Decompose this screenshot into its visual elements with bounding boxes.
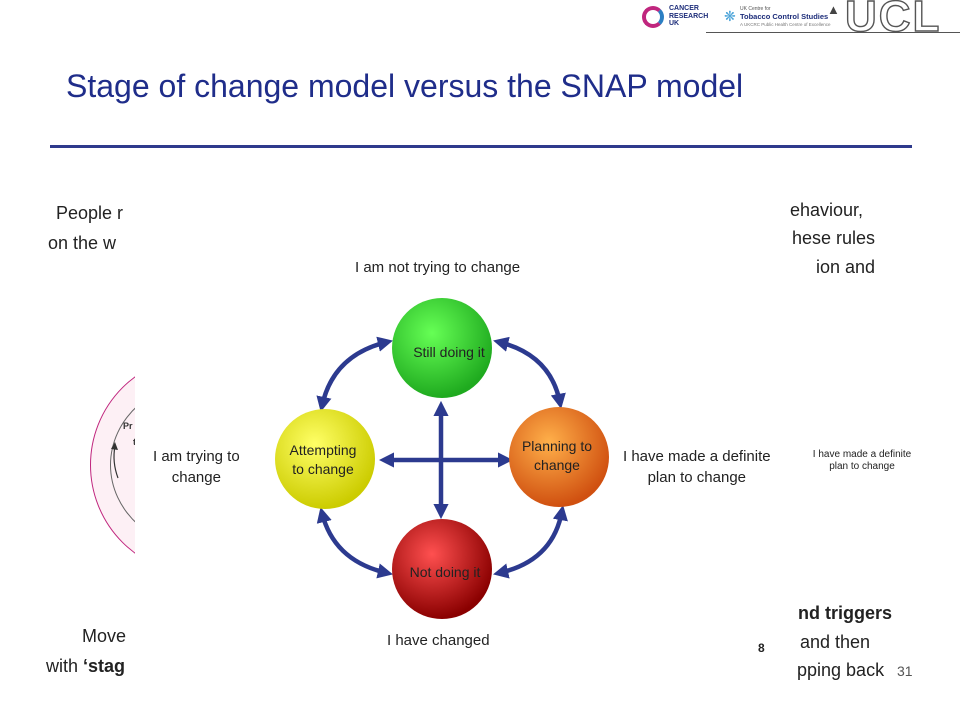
- node-label-attempting-to-change: Attempting to change: [289, 442, 357, 477]
- label-have-changed: I have changed: [387, 632, 490, 649]
- diagram-page-number: 8: [758, 641, 765, 655]
- label-not-trying-to-change: I am not trying to change: [355, 259, 521, 276]
- snap-diagram-graphics: [275, 298, 609, 619]
- node-planning-to-change: [509, 407, 609, 507]
- background-small-label: I have made a definite plan to change: [812, 449, 912, 472]
- title-underline: [50, 145, 912, 148]
- node-label-still-doing-it: Still doing it: [413, 344, 485, 360]
- background-text-left-1: People r: [56, 203, 124, 223]
- node-not-doing-it: [392, 519, 492, 619]
- node-label-planning-to-change: Planning to change: [521, 438, 593, 473]
- slide-title: Stage of change model versus the SNAP mo…: [66, 68, 744, 104]
- node-still-doing-it: [392, 298, 492, 398]
- background-text-right-3: ion and: [816, 257, 876, 277]
- background-text-bottom-right-3: pping back: [797, 660, 885, 680]
- cruk-mark-icon: [642, 6, 664, 28]
- background-text-bottom-left-1: Move: [82, 626, 127, 646]
- arrow-still-to-planning: [493, 336, 566, 410]
- ucl-logo: ▲ UCL: [827, 0, 942, 42]
- ucl-portico-icon: ▲: [827, 2, 840, 17]
- cancer-research-uk-logo: CANCER RESEARCH UK: [642, 4, 708, 32]
- arrow-planning-to-not-doing: [493, 504, 568, 579]
- arrow-still-to-attempting: [316, 336, 393, 412]
- label-trying-to-change: I am trying to change: [153, 448, 240, 486]
- header-rule: [706, 32, 960, 33]
- background-cycle-arrow-icon: [111, 442, 119, 479]
- arrow-attempting-to-not-doing: [316, 507, 393, 579]
- node-label-not-doing-it: Not doing it: [409, 564, 481, 580]
- background-text-bottom-right-2: and then: [800, 632, 871, 652]
- background-text-bottom-left-2: with ‘stag: [46, 656, 126, 676]
- background-text-right-2: hese rules: [792, 228, 876, 248]
- snap-model-diagram: I am not trying to change I am trying to…: [135, 243, 780, 720]
- background-text-bottom-right-1: nd triggers: [798, 603, 893, 623]
- ukctcs-logo: ❋ UK Centre for Tobacco Control Studies …: [724, 6, 831, 27]
- label-made-definite-plan: I have made a definite plan to change: [623, 448, 771, 486]
- background-text-right-1: ehaviour,: [790, 200, 864, 220]
- background-page-number: 31: [897, 663, 913, 679]
- node-attempting-to-change: [275, 409, 375, 509]
- ukctcs-mark-icon: ❋: [724, 8, 736, 24]
- background-text-left-2: on the w: [48, 233, 117, 253]
